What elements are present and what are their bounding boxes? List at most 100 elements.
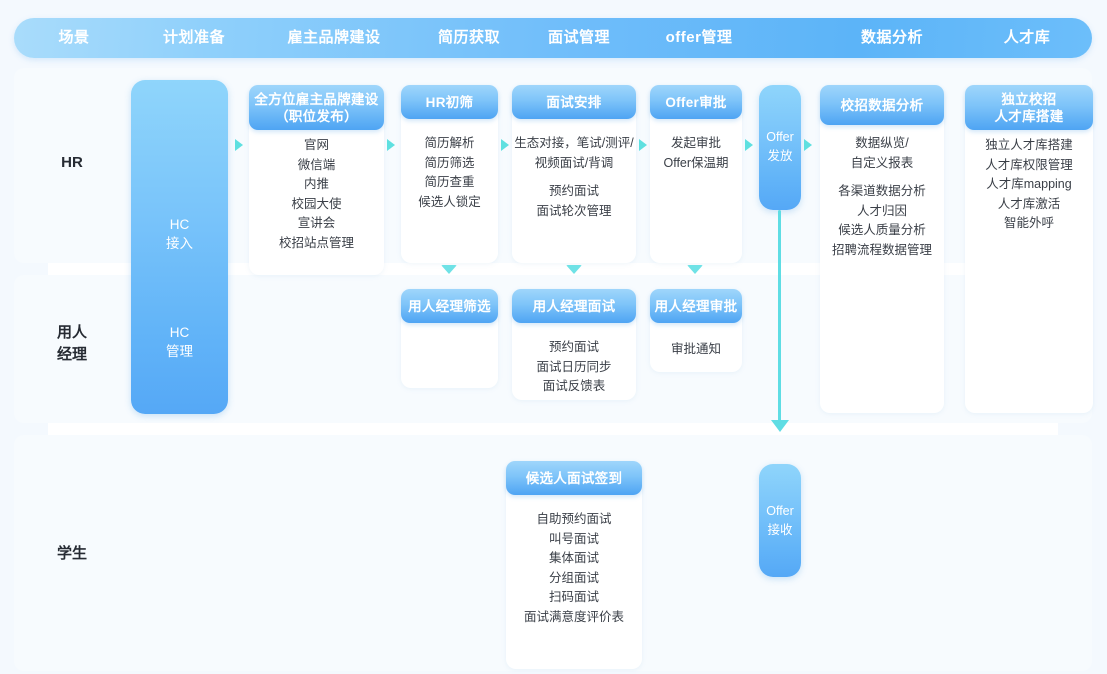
card-mgr-interview-title: 用人经理面试 xyxy=(532,298,616,314)
list-item: 生态对接，笔试/测评/视频面试/背调 xyxy=(514,136,634,170)
list-item: 面试轮次管理 xyxy=(536,203,612,218)
card-talent-pool-header[interactable]: 独立校招 人才库搭建 xyxy=(965,85,1093,130)
arrow-down-hrscreen-to-mgrscreen xyxy=(441,265,457,274)
header-item-offer[interactable]: offer管理 xyxy=(665,29,733,46)
card-employer-brand-header[interactable]: 全方位雇主品牌建设 （职位发布） xyxy=(249,85,384,130)
arrow-right-brand-to-hrscreen xyxy=(387,139,395,151)
list-item: 微信端 xyxy=(297,157,336,172)
arrow-right-offerissue-to-analytics xyxy=(804,139,812,151)
list-item: 校园大使 xyxy=(291,196,342,211)
card-employer-brand-title-line1: 全方位雇主品牌建设 xyxy=(254,91,379,107)
card-employer-brand-body: 官网 微信端 内推 校园大使 宣讲会 校招站点管理 xyxy=(249,136,384,253)
list-item: 人才库权限管理 xyxy=(985,157,1073,172)
list-item: 宣讲会 xyxy=(297,216,336,230)
row-label-manager-line1: 用人 xyxy=(56,324,87,341)
list-item: 发起审批 xyxy=(670,136,721,150)
row-label-manager-line2: 经理 xyxy=(56,346,87,363)
card-hr-screen-body: 简历解析 简历筛选 简历查重 候选人锁定 xyxy=(401,134,498,212)
arrow-right-hc-to-brand xyxy=(235,139,243,151)
list-item: 分组面试 xyxy=(548,570,599,585)
card-candidate-checkin-body: 自助预约面试 叫号面试 集体面试 分组面试 扫码面试 面试满意度评价表 xyxy=(506,510,642,627)
header-item-analytics[interactable]: 数据分析 xyxy=(860,29,923,46)
offer-receive-line2: 接收 xyxy=(767,523,793,537)
list-item: Offer保温期 xyxy=(663,155,729,170)
card-talent-pool-title-line1: 独立校招 xyxy=(1001,91,1057,107)
arrow-right-offerapproval-to-offerissue xyxy=(745,139,753,151)
hc-pill[interactable]: HC 接入 HC 管理 xyxy=(131,80,228,414)
list-item: 人才归因 xyxy=(856,203,907,218)
list-item: 集体面试 xyxy=(548,551,599,565)
card-interview-arrange-header[interactable]: 面试安排 xyxy=(512,85,636,119)
list-item: 候选人锁定 xyxy=(418,194,481,209)
card-campus-data-title: 校招数据分析 xyxy=(840,97,924,113)
list-item: 预约面试 xyxy=(548,184,599,198)
card-mgr-screen-header[interactable]: 用人经理筛选 xyxy=(401,289,498,323)
connector-offer-issue-to-receive xyxy=(778,210,781,422)
list-item: 叫号面试 xyxy=(548,531,599,546)
list-item: 扫码面试 xyxy=(548,590,599,604)
header-item-planning[interactable]: 计划准备 xyxy=(162,29,225,46)
offer-receive-pill[interactable]: Offer 接收 xyxy=(759,464,801,577)
card-employer-brand-title-line2: （职位发布） xyxy=(275,108,358,124)
card-campus-data-header[interactable]: 校招数据分析 xyxy=(820,85,944,125)
list-item: 独立人才库搭建 xyxy=(985,138,1073,152)
arrow-down-offerapproval-to-mgrapproval xyxy=(687,265,703,274)
list-item: 官网 xyxy=(303,138,329,152)
card-offer-approval-header[interactable]: Offer审批 xyxy=(650,85,742,119)
header-item-employer-brand[interactable]: 雇主品牌建设 xyxy=(287,29,381,46)
header-item-interview[interactable]: 面试管理 xyxy=(547,29,610,46)
list-item: 简历筛选 xyxy=(424,155,475,170)
card-mgr-screen-title: 用人经理筛选 xyxy=(408,298,491,314)
card-campus-data[interactable] xyxy=(820,88,944,413)
card-campus-data-body: 数据纵览/ 自定义报表 各渠道数据分析 人才归因 候选人质量分析 招聘流程数据管… xyxy=(820,134,944,260)
hc-pill-manage-line1: HC xyxy=(169,325,190,340)
connector-offer-arrowhead-icon xyxy=(771,420,789,432)
list-item: 各渠道数据分析 xyxy=(838,184,926,198)
card-offer-approval-title: Offer审批 xyxy=(665,94,727,110)
card-mgr-interview-header[interactable]: 用人经理面试 xyxy=(512,289,636,323)
hc-pill-access-line1: HC xyxy=(169,217,190,232)
card-hr-screen-title: HR初筛 xyxy=(425,94,474,110)
list-item: 简历查重 xyxy=(424,175,475,189)
offer-issue-line2: 发放 xyxy=(767,149,793,163)
card-candidate-checkin[interactable] xyxy=(506,464,642,669)
card-talent-pool-title-line2: 人才库搭建 xyxy=(994,108,1064,124)
list-item: 候选人质量分析 xyxy=(838,223,926,237)
row-label-manager: 用人 经理 xyxy=(32,322,112,366)
header-item-talent-pool[interactable]: 人才库 xyxy=(1003,29,1051,46)
card-mgr-approval-header[interactable]: 用人经理审批 xyxy=(650,289,742,323)
list-item: 面试满意度评价表 xyxy=(523,609,624,624)
offer-receive-line1: Offer xyxy=(766,504,794,518)
list-item: 人才库mapping xyxy=(986,177,1072,191)
card-mgr-approval-title: 用人经理审批 xyxy=(654,298,738,314)
list-item: 面试日历同步 xyxy=(536,359,612,374)
card-mgr-approval-body: 审批通知 xyxy=(650,340,742,360)
header-item-resume[interactable]: 简历获取 xyxy=(437,29,500,46)
list-item: 招聘流程数据管理 xyxy=(831,242,932,257)
hc-pill-access-line2: 接入 xyxy=(166,236,193,251)
list-item: 智能外呼 xyxy=(1003,216,1054,230)
list-item: 人才库激活 xyxy=(997,196,1061,211)
stage-header-bar: 场景 计划准备 雇主品牌建设 简历获取 面试管理 offer管理 数据分析 人才… xyxy=(14,18,1092,58)
card-candidate-checkin-title: 候选人面试签到 xyxy=(525,470,623,486)
header-item-scene[interactable]: 场景 xyxy=(58,29,90,46)
list-item: 校招站点管理 xyxy=(278,235,354,250)
row-divider-2 xyxy=(48,423,1058,435)
arrow-right-hrscreen-to-interview xyxy=(501,139,509,151)
list-item: 自助预约面试 xyxy=(536,512,612,526)
card-hr-screen-header[interactable]: HR初筛 xyxy=(401,85,498,119)
card-talent-pool[interactable] xyxy=(965,88,1093,413)
offer-issue-line1: Offer xyxy=(766,130,794,144)
list-item: 简历解析 xyxy=(424,136,475,150)
list-item: 数据纵览/ xyxy=(855,136,909,150)
list-item: 预约面试 xyxy=(548,340,599,354)
card-mgr-interview-body: 预约面试 面试日历同步 面试反馈表 xyxy=(512,338,636,397)
list-item: 面试反馈表 xyxy=(542,379,606,393)
card-offer-approval-body: 发起审批 Offer保温期 xyxy=(650,134,742,173)
arrow-right-interview-to-offerapproval xyxy=(639,139,647,151)
list-item: 审批通知 xyxy=(670,342,721,356)
offer-issue-pill[interactable]: Offer 发放 xyxy=(759,85,801,210)
card-candidate-checkin-header[interactable]: 候选人面试签到 xyxy=(506,461,642,495)
arrow-down-interview-to-mgrinterview xyxy=(566,265,582,274)
